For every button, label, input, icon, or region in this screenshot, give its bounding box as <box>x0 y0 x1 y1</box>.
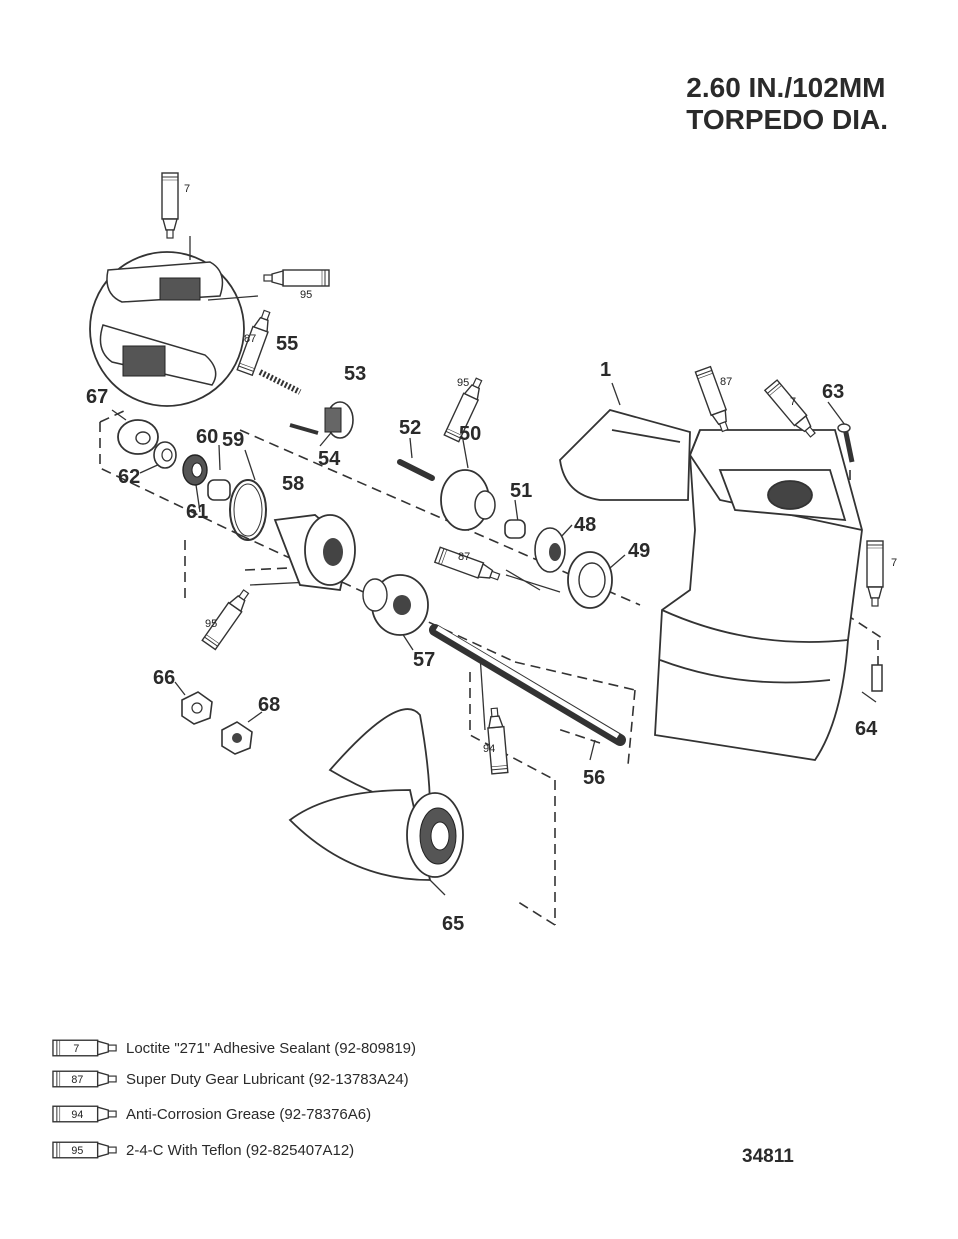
legend-item: 94 Anti-Corrosion Grease (92-78376A6) <box>52 1103 371 1125</box>
tube-icon: 87 <box>52 1070 117 1088</box>
part-number-49: 49 <box>628 540 650 562</box>
detail-inset <box>89 236 259 407</box>
part-number-60: 60 <box>196 426 218 448</box>
part-number-67: 67 <box>86 386 108 408</box>
part-number-61: 61 <box>186 501 208 523</box>
part-number-51: 51 <box>510 480 532 502</box>
part-number-52: 52 <box>399 417 421 439</box>
legend-description: Loctite "271" Adhesive Sealant (92-80981… <box>126 1039 417 1057</box>
tube-95-label: 95 <box>457 377 469 389</box>
legend-description: Anti-Corrosion Grease (92-78376A6) <box>126 1105 372 1123</box>
part-number-68: 68 <box>258 694 280 716</box>
catalog-number: 34811 <box>742 1146 794 1167</box>
tube-icon: 7 <box>52 1039 117 1057</box>
tube-87-label: 87 <box>458 551 470 563</box>
legend-item: 95 2-4-C With Teflon (92-825407A12) <box>52 1139 354 1161</box>
part-number-63: 63 <box>822 381 844 403</box>
tube-7-label: 7 <box>891 557 897 569</box>
part-number-64: 64 <box>855 718 878 740</box>
part-number-65: 65 <box>442 913 464 935</box>
part-number-59: 59 <box>222 429 244 451</box>
part-number-56: 56 <box>583 767 605 789</box>
legend-code: 7 <box>73 1043 79 1055</box>
part-number-58: 58 <box>282 473 304 495</box>
legend-item: 7 Loctite "271" Adhesive Sealant (92-809… <box>52 1037 416 1059</box>
part-number-callouts: 1 63 53 55 52 50 54 67 60 59 62 61 58 51… <box>86 333 878 935</box>
exploded-view-drawing: 7 95 87 95 87 87 7 7 95 94 1 63 53 <box>86 172 897 935</box>
legend-code: 87 <box>71 1074 83 1086</box>
part-number-50: 50 <box>459 423 481 445</box>
lubricant-tubes: 7 95 87 95 87 87 7 7 95 94 <box>161 172 897 775</box>
part-number-48: 48 <box>574 514 596 536</box>
part-number-54: 54 <box>318 448 341 470</box>
tube-7-label: 7 <box>184 183 190 195</box>
part-number-62: 62 <box>118 466 140 488</box>
tube-95-label: 95 <box>205 618 217 630</box>
legend-description: 2-4-C With Teflon (92-825407A12) <box>126 1141 355 1159</box>
legend-item: 87 Super Duty Gear Lubricant (92-13783A2… <box>52 1068 409 1090</box>
part-number-57: 57 <box>413 649 435 671</box>
tube-95-label: 95 <box>300 289 312 301</box>
part-number-1: 1 <box>600 359 611 381</box>
part-shapes <box>117 369 883 881</box>
legend-code: 95 <box>71 1145 83 1157</box>
tube-7-label: 7 <box>790 396 796 408</box>
title-line-torpedo: TORPEDO DIA. <box>686 104 888 135</box>
part-number-66: 66 <box>153 667 175 689</box>
tube-icon: 95 <box>52 1141 117 1159</box>
diagram-title: 2.60 IN./102MM TORPEDO DIA. <box>686 72 888 136</box>
legend-code: 94 <box>71 1109 83 1121</box>
tube-94-label: 94 <box>483 743 495 755</box>
legend-description: Super Duty Gear Lubricant (92-13783A24) <box>126 1070 409 1088</box>
gear-housing <box>559 408 863 761</box>
part-number-53: 53 <box>344 363 366 385</box>
tube-icon: 94 <box>52 1105 117 1123</box>
tube-87-label: 87 <box>720 376 732 388</box>
title-line-diameter-in-mm: 2.60 IN./102MM <box>686 72 886 103</box>
tube-87-label: 87 <box>244 333 256 345</box>
part-number-55: 55 <box>276 333 298 355</box>
